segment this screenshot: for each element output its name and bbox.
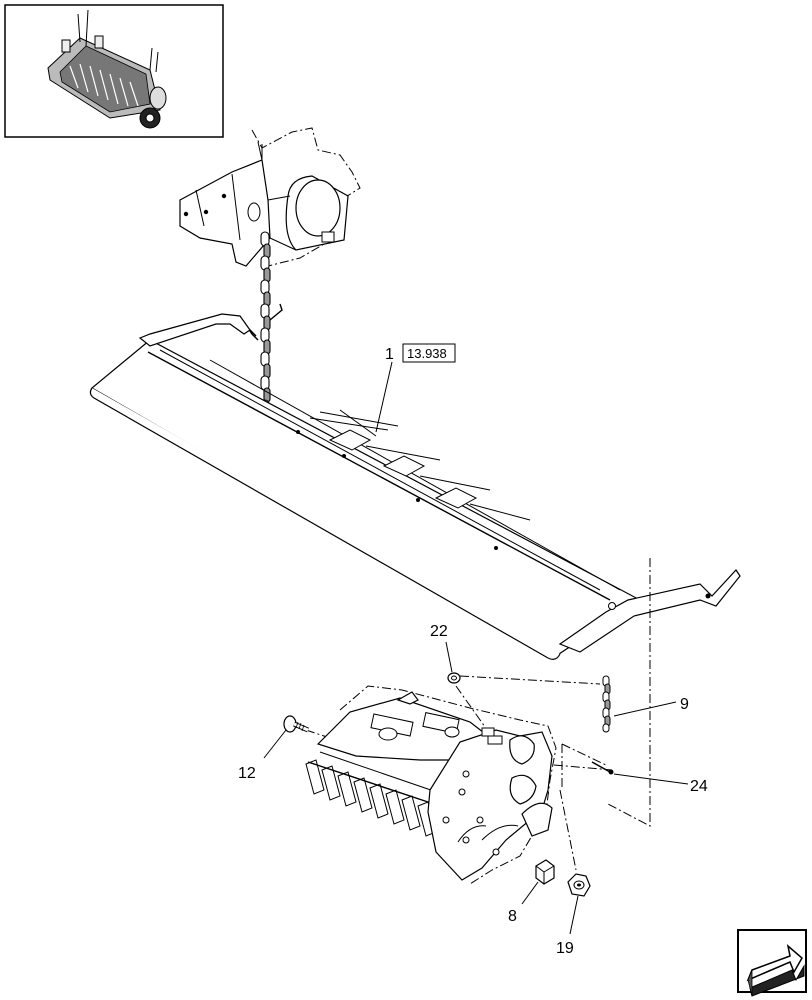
projection-lines	[305, 558, 651, 871]
lower-housing-assembly	[305, 685, 557, 885]
upper-bracket-assembly	[179, 127, 361, 267]
callout-part-19: 19	[556, 895, 579, 957]
washer-22	[447, 672, 461, 684]
callout-part-1: 1 13.938	[375, 343, 456, 433]
callout-label-8: 8	[508, 908, 517, 925]
spacer-8	[535, 859, 555, 885]
nut-19	[567, 873, 591, 897]
callout-label-1: 1	[385, 346, 394, 363]
pin-24	[591, 761, 614, 775]
callout-label-19: 19	[556, 940, 574, 957]
machine-thumbnail-icon	[47, 9, 167, 129]
bolt-12	[283, 715, 309, 733]
callout-label-12: 12	[238, 765, 256, 782]
callout-label-22: 22	[430, 623, 448, 640]
callout-part-9: 9	[613, 696, 689, 717]
tine-holders	[328, 429, 478, 509]
callout-part-22: 22	[430, 623, 453, 673]
page-turn-arrow-icon[interactable]	[737, 929, 807, 997]
callout-part-12: 12	[238, 729, 287, 782]
reference-box: 13.938	[407, 346, 447, 361]
thumbnail-frame	[4, 4, 224, 138]
windguard-bar-assembly	[89, 313, 741, 660]
callout-part-24: 24	[613, 773, 708, 795]
callout-label-24: 24	[690, 778, 708, 795]
callout-part-8: 8	[508, 881, 539, 925]
chain-9	[602, 675, 611, 733]
callout-label-9: 9	[680, 696, 689, 713]
